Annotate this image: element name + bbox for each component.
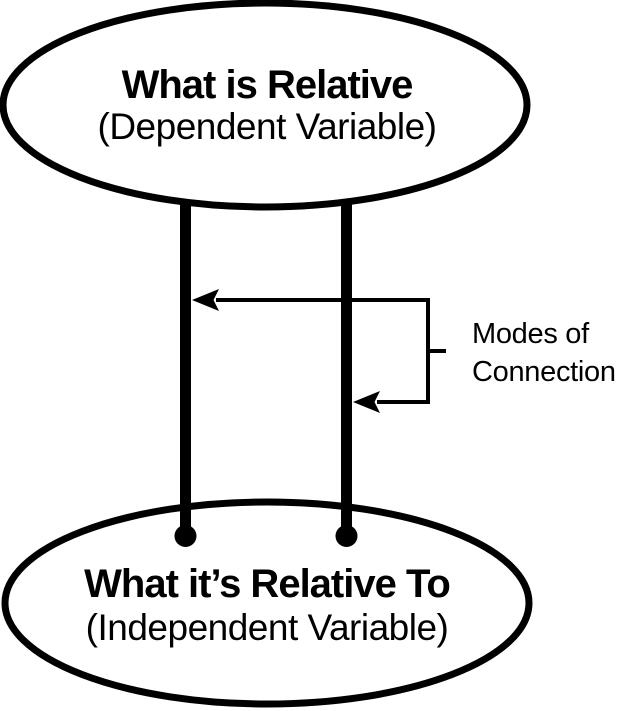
top-ellipse-title: What is Relative [122, 63, 413, 107]
left-connection-dot [174, 525, 197, 547]
upper-arrowhead-icon [192, 289, 219, 311]
top-ellipse [0, 0, 531, 211]
right-connection-dot [335, 525, 358, 547]
connection-label-line2: Connection [472, 356, 616, 388]
top-ellipse-subtitle: (Dependent Variable) [98, 106, 437, 147]
annotation-bracket [216, 298, 446, 404]
lower-arrowhead-icon [353, 391, 380, 413]
bottom-ellipse [1, 498, 533, 708]
bottom-ellipse-subtitle: (Independent Variable) [86, 607, 449, 648]
connection-label-line1: Modes of [472, 318, 590, 350]
bottom-ellipse-title: What it’s Relative To [84, 562, 450, 606]
